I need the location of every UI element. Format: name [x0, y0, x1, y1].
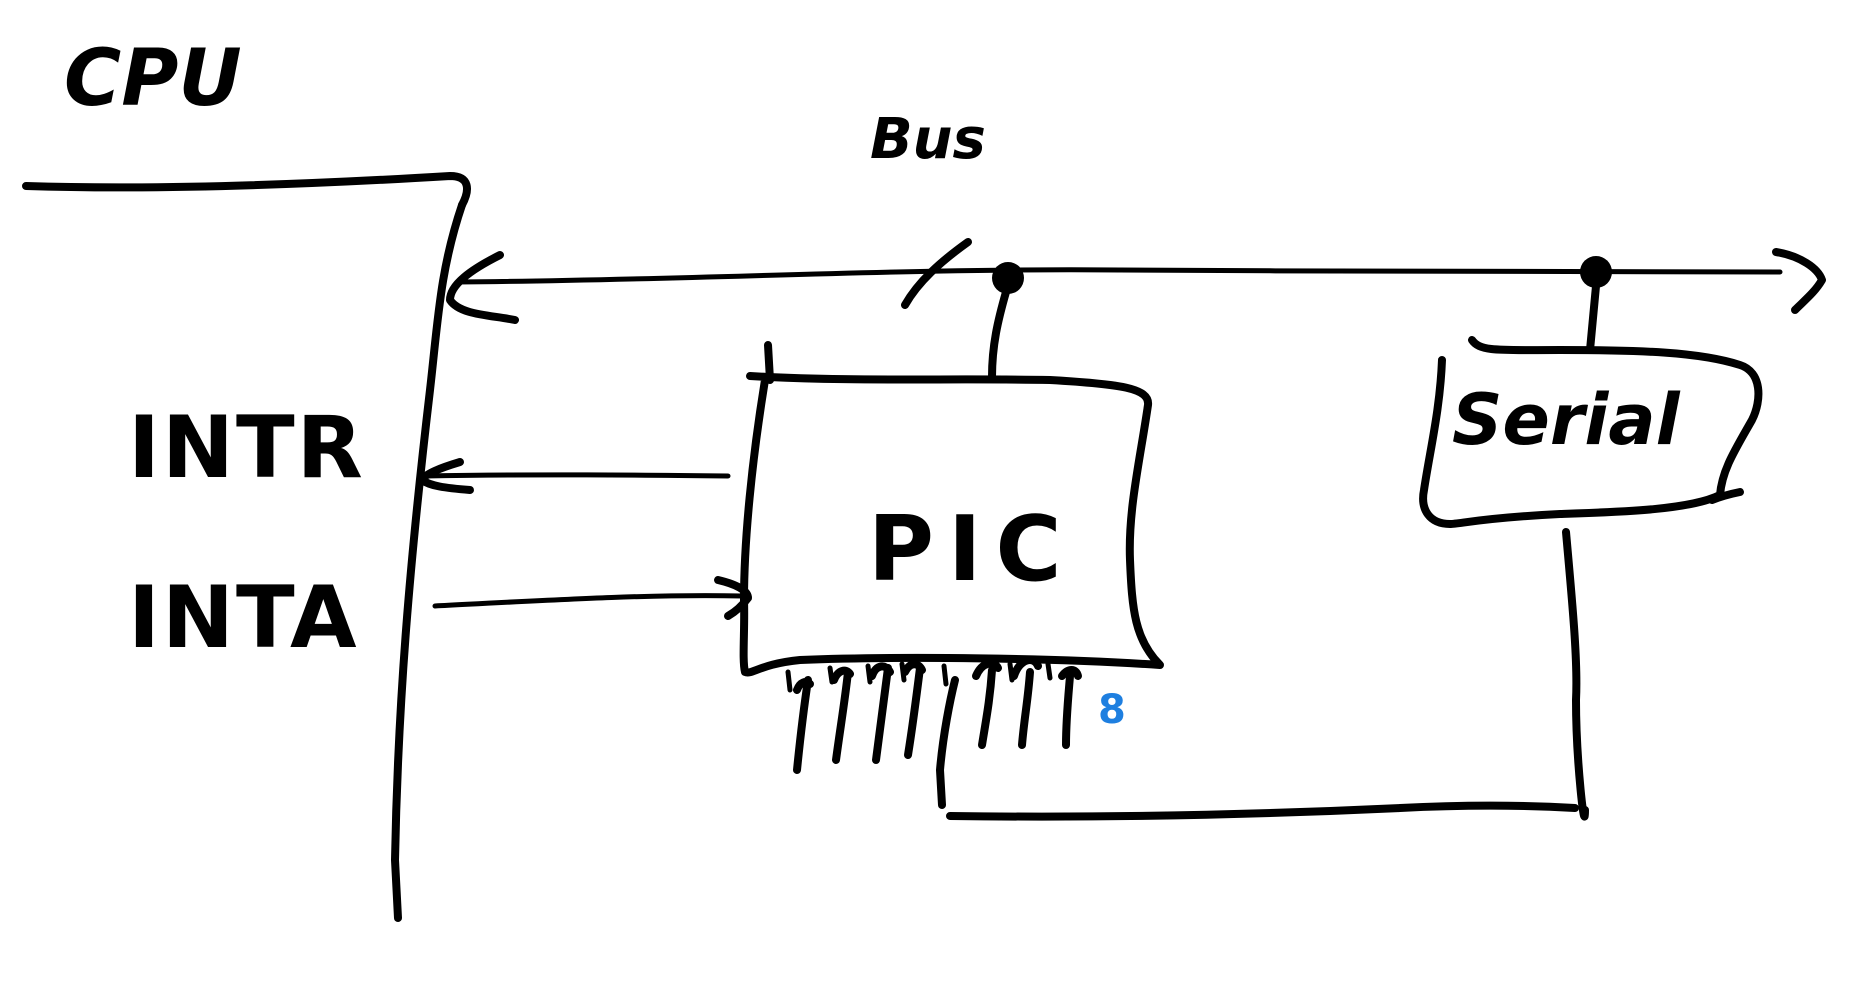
cpu-right-edge: [391, 201, 466, 922]
inta-arrow-head: [714, 576, 752, 620]
inta-label: INTA: [128, 568, 359, 668]
irq-pin-ticks: [785, 661, 1053, 693]
pic-bus-junction: [992, 262, 1024, 294]
pic-label: PIC: [868, 497, 1076, 602]
irq-pin-5: [936, 676, 959, 809]
intr-arrow-head: [418, 458, 474, 494]
bus-arrow-right: [1772, 248, 1826, 314]
bus-arrow-left: [446, 251, 519, 324]
irq-pin-7: [1010, 656, 1042, 749]
pic-box: [739, 372, 1164, 677]
pic-top-tick: [764, 341, 774, 384]
serial-irq-line: [1562, 528, 1589, 821]
irq-pin-3: [868, 662, 894, 764]
cpu-top-edge: [22, 172, 471, 209]
inta-line: [432, 593, 745, 609]
irq-pin-4: [901, 660, 926, 759]
irq-count-label: 8: [1098, 687, 1126, 733]
irq-pin-2: [830, 666, 854, 764]
cpu-label: CPU: [64, 34, 242, 124]
serial-bus-junction: [1580, 256, 1612, 288]
serial-box-corner: [1708, 488, 1744, 504]
serial-bus-tap: [1586, 282, 1600, 354]
serial-label: Serial: [1452, 379, 1680, 461]
irq-return-line: [946, 801, 1579, 821]
pic-bus-tap: [988, 288, 1010, 381]
bus-label: Bus: [870, 107, 986, 172]
intr-label: INTR: [128, 398, 365, 498]
intr-line: [422, 472, 731, 479]
bus-width-slash: [901, 238, 972, 309]
irq-pin-8: [1058, 666, 1082, 749]
irq-pin-1: [793, 676, 814, 774]
irq-pin-6: [972, 659, 1002, 749]
irq-pins: [785, 656, 1082, 809]
